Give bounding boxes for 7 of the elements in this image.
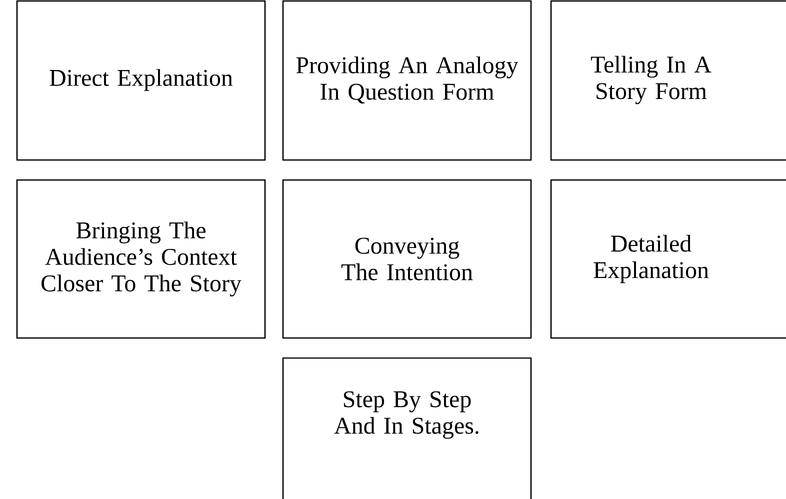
text-box: Bringing The Audience’s Context Closer To The Story (16, 179, 266, 339)
text-box: Direct Explanation (16, 0, 266, 161)
text-box: Conveying The Intention (282, 179, 532, 339)
text-box: Providing An Analogy In Question Form (282, 0, 532, 161)
text-box: Detailed Explanation (550, 179, 786, 339)
text-box: Step By Step And In Stages. (282, 357, 532, 499)
text-box: Telling In A Story Form (550, 0, 786, 161)
